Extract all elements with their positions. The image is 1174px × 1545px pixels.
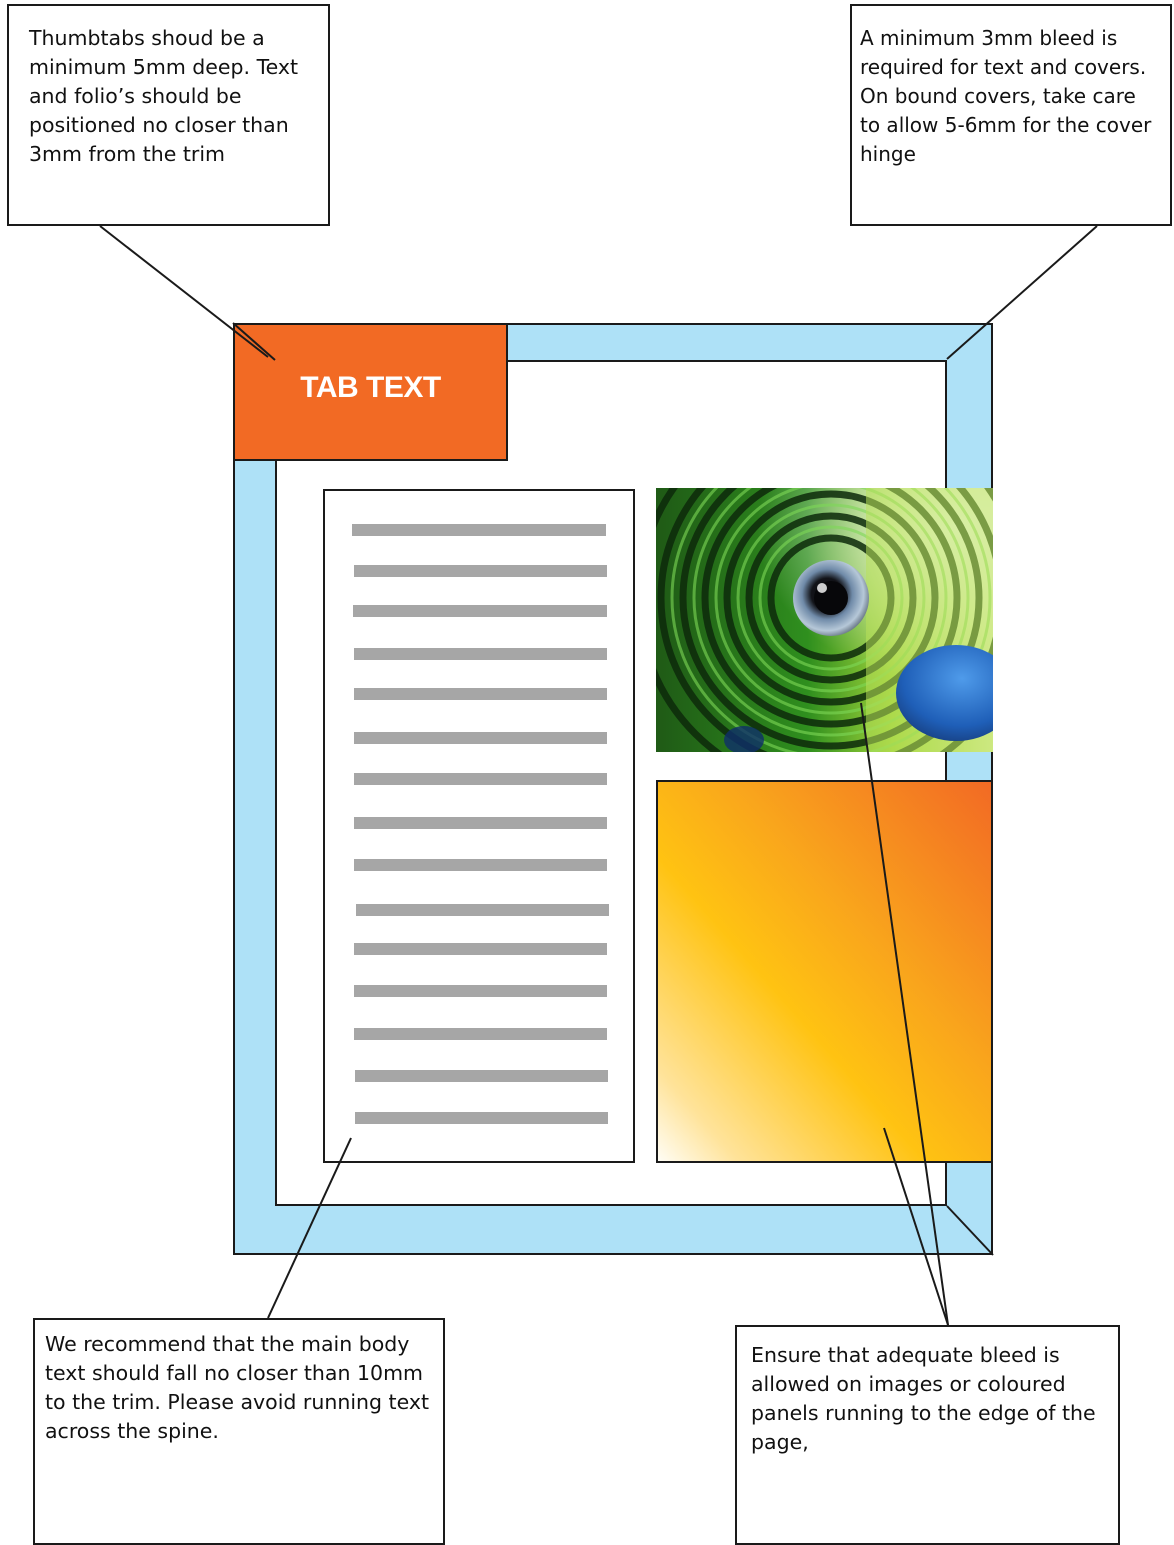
text-placeholder-line (355, 1070, 608, 1082)
thumbtab-label: TAB TEXT (300, 371, 440, 405)
note-bleed: A minimum 3mm bleed is required for text… (850, 4, 1172, 226)
text-placeholder-line (354, 1028, 607, 1040)
note-images-bleed: Ensure that adequate bleed is allowed on… (735, 1325, 1120, 1545)
text-placeholder-line (354, 648, 607, 660)
text-placeholder-line (352, 524, 606, 536)
text-placeholder-line (354, 943, 607, 955)
text-placeholder-line (354, 773, 607, 785)
text-placeholder-line (354, 859, 607, 871)
text-placeholder-line (354, 817, 607, 829)
text-placeholder-line (354, 688, 607, 700)
text-placeholder-line (356, 904, 609, 916)
text-placeholder-line (354, 985, 607, 997)
parrot-photo (656, 488, 993, 752)
note-body-text: We recommend that the main body text sho… (33, 1318, 445, 1545)
text-placeholder-line (355, 1112, 608, 1124)
text-placeholder-line (354, 565, 607, 577)
colour-panel (656, 780, 993, 1163)
body-text-block (323, 489, 635, 1163)
text-placeholder-line (353, 605, 607, 617)
note-thumbtabs: Thumbtabs shoud be a minimum 5mm deep. T… (7, 4, 330, 226)
text-placeholder-line (354, 732, 607, 744)
thumbtab: TAB TEXT (233, 323, 508, 461)
